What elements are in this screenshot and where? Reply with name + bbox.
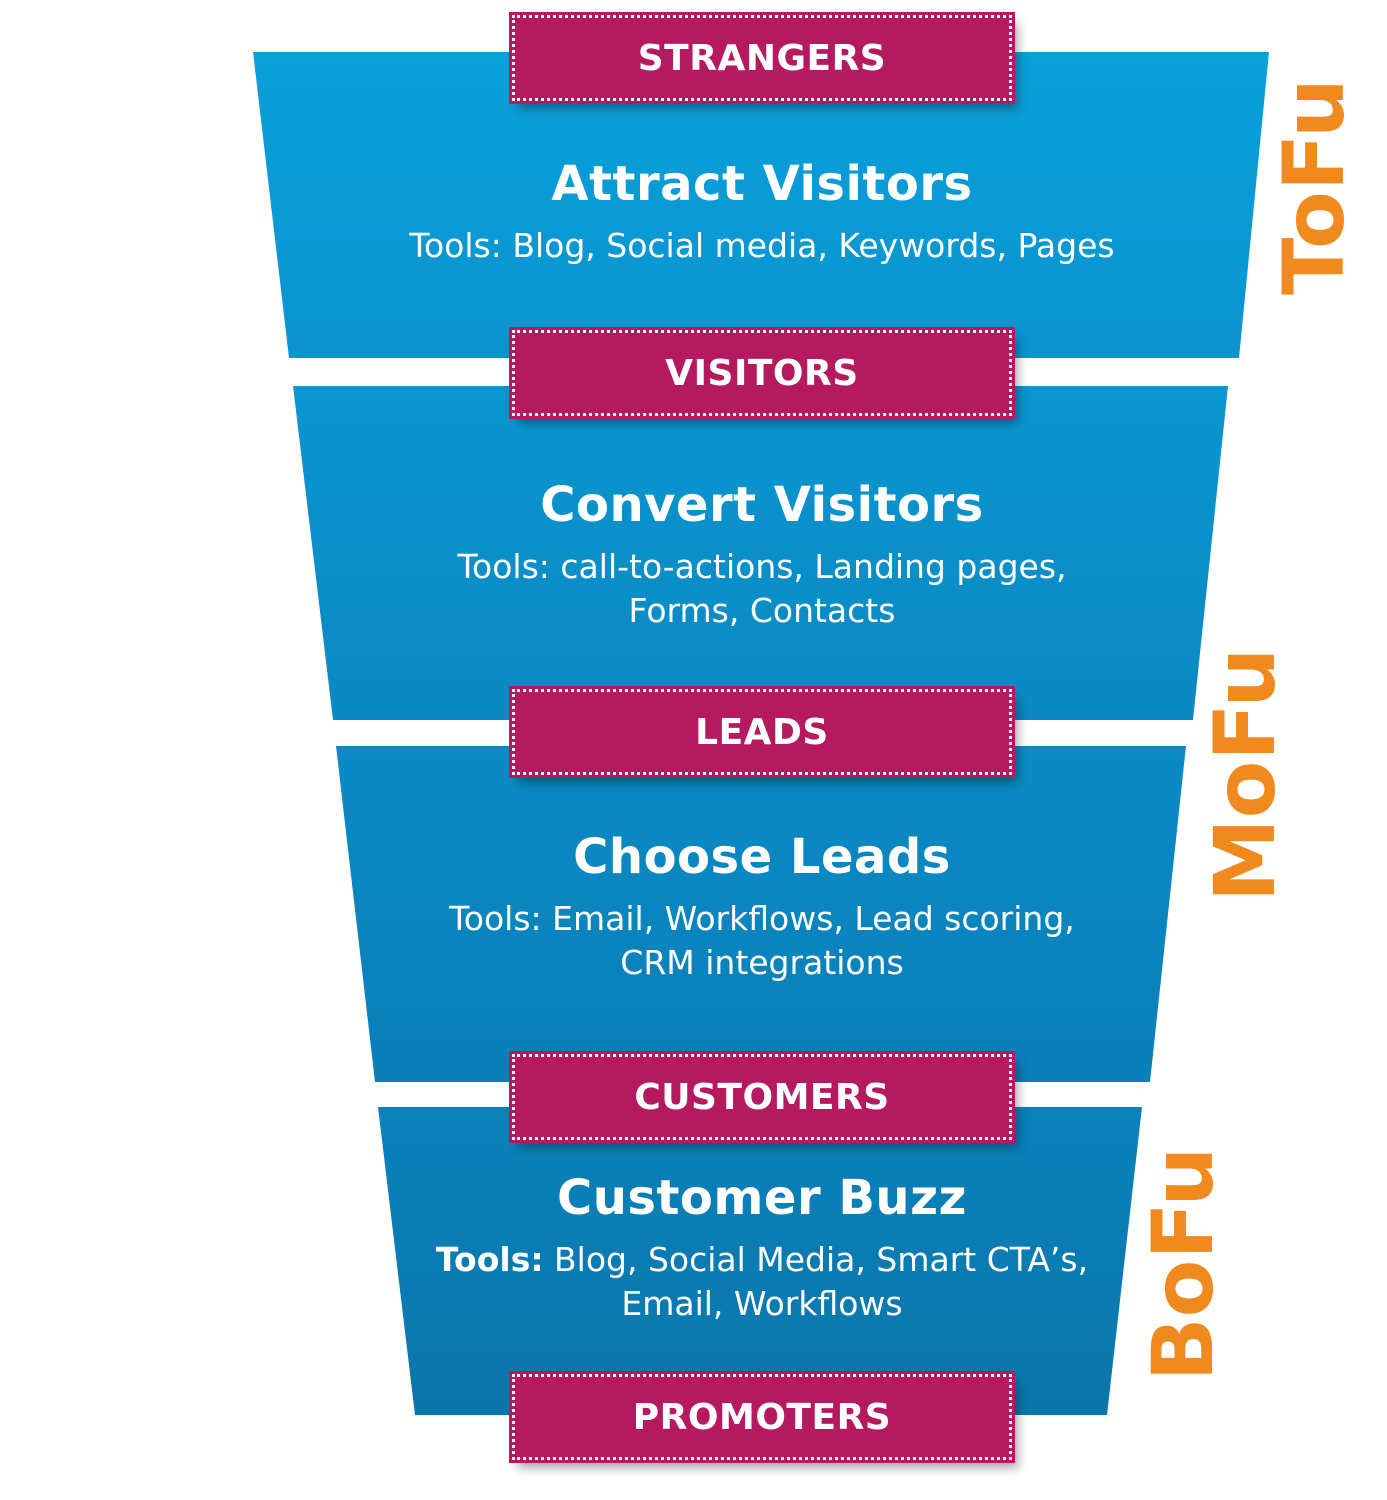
tools-prefix: Tools: <box>449 899 542 938</box>
tools-line: Email, Workflows, Lead scoring, <box>552 899 1075 938</box>
stage-convert-visitors: Convert Visitors Tools: call-to-actions,… <box>300 475 1224 633</box>
tools-prefix: Tools: <box>457 547 550 586</box>
tools-line: Email, Workflows <box>621 1284 903 1323</box>
phase-label-bofu: BoFu <box>1134 1146 1232 1382</box>
tools-prefix: Tools: <box>409 226 502 265</box>
funnel-segment-4 <box>378 1107 1142 1415</box>
label-leads: LEADS <box>509 686 1015 778</box>
tools-line: call-to-actions, Landing pages, <box>560 547 1067 586</box>
tools-line: Blog, Social media, Keywords, Pages <box>512 226 1115 265</box>
tools-line: Blog, Social Media, Smart CTA’s, <box>554 1240 1089 1279</box>
stage-tools: Tools: Blog, Social Media, Smart CTA’s, … <box>300 1238 1224 1326</box>
label-customers: CUSTOMERS <box>509 1051 1015 1143</box>
label-visitors: VISITORS <box>509 327 1015 419</box>
tools-line: CRM integrations <box>620 943 904 982</box>
stage-customer-buzz: Customer Buzz Tools: Blog, Social Media,… <box>300 1168 1224 1326</box>
stage-tools: Tools: Blog, Social media, Keywords, Pag… <box>300 224 1224 268</box>
tools-prefix: Tools: <box>435 1240 544 1279</box>
funnel-segment-2 <box>293 386 1228 720</box>
label-strangers: STRANGERS <box>509 12 1015 104</box>
stage-choose-leads: Choose Leads Tools: Email, Workflows, Le… <box>300 827 1224 985</box>
stage-tools: Tools: Email, Workflows, Lead scoring, C… <box>300 897 1224 985</box>
stage-title: Choose Leads <box>573 829 951 885</box>
stage-title: Attract Visitors <box>551 156 973 212</box>
phase-label-tofu: ToFu <box>1265 78 1363 295</box>
tools-line: Forms, Contacts <box>628 591 896 630</box>
phase-label-mofu: MoFu <box>1196 647 1294 902</box>
funnel-segment-3 <box>336 746 1186 1082</box>
stage-tools: Tools: call-to-actions, Landing pages, F… <box>300 545 1224 633</box>
stage-title: Customer Buzz <box>557 1170 967 1226</box>
label-promoters: PROMOTERS <box>509 1371 1015 1463</box>
funnel-segment-1 <box>253 52 1269 358</box>
stage-title: Convert Visitors <box>540 477 984 533</box>
stage-attract-visitors: Attract Visitors Tools: Blog, Social med… <box>300 154 1224 268</box>
